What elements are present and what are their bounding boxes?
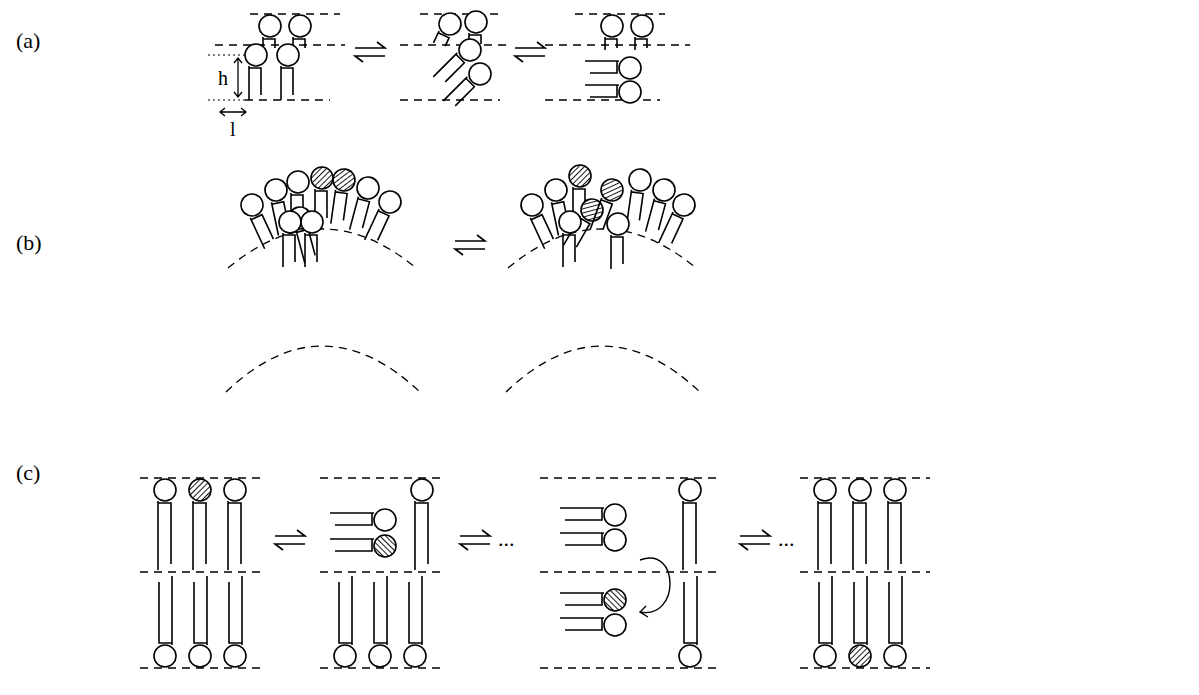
lipid-molecules xyxy=(154,9,906,667)
panel-letter: (a) xyxy=(16,30,40,52)
flip-loop xyxy=(640,558,670,617)
dimension-label: h xyxy=(218,68,228,88)
continuation-dots: ... xyxy=(498,528,515,550)
equilibrium-arrows xyxy=(275,42,770,550)
dimension-label: l xyxy=(230,119,236,139)
panel-letter: (c) xyxy=(16,462,40,484)
dimension-guide xyxy=(208,55,245,100)
panel-letter: (b) xyxy=(16,232,42,254)
continuation-dots: ... xyxy=(778,528,795,550)
membrane-boundary xyxy=(140,14,930,668)
